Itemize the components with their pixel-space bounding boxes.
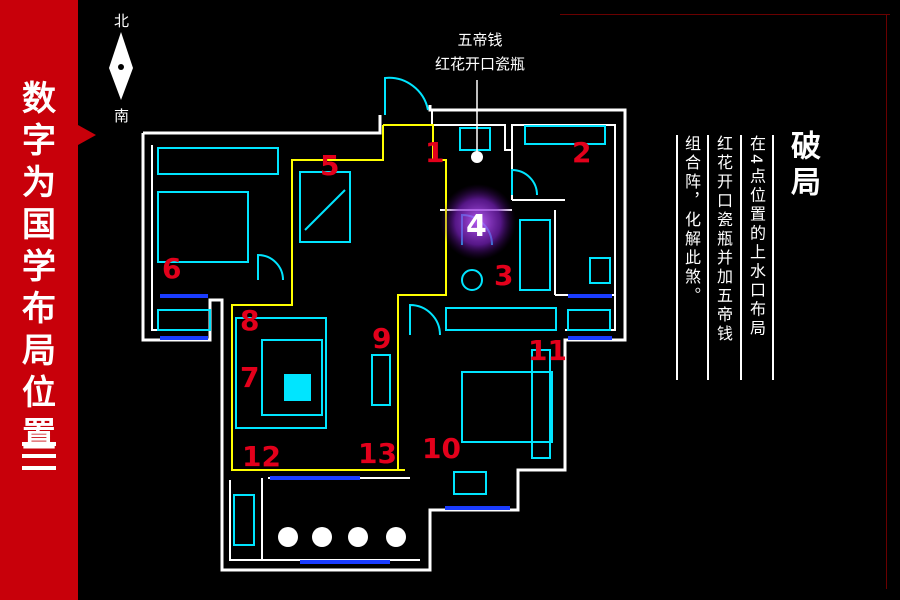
menu-icon[interactable]	[22, 440, 56, 470]
point-label: 6	[162, 252, 181, 285]
title-char: 学	[22, 247, 56, 287]
annotation-dot	[471, 151, 483, 163]
panel-col3: 组合阵，化解此煞。	[682, 135, 701, 306]
compass-needle-icon	[109, 32, 133, 100]
point-label: 5	[320, 149, 339, 182]
title-char: 局	[22, 331, 56, 371]
panel-col1: 在4点位置的上水口布局	[747, 135, 766, 339]
point-label: 8	[240, 304, 259, 337]
frame-right-line	[886, 14, 887, 589]
point-label: 11	[528, 334, 567, 367]
panel-divider	[740, 135, 742, 380]
title-char: 为	[22, 163, 56, 203]
point-label: 7	[240, 361, 259, 394]
point-label: 10	[422, 432, 461, 465]
point-label: 2	[572, 136, 591, 169]
sidebar-title: 数 字 为 国 学 布 局 位 置	[0, 78, 78, 456]
point-label: 9	[372, 322, 391, 355]
title-char: 国	[22, 205, 56, 245]
annotation-label: 五帝钱 红花开口瓷瓶	[395, 28, 565, 76]
panel-title: 破局	[785, 130, 820, 202]
sidebar: 数 字 为 国 学 布 局 位 置	[0, 0, 78, 600]
point-label: 4	[466, 209, 487, 244]
title-char: 位	[22, 373, 56, 413]
point-label: 3	[494, 259, 513, 292]
point-labels: 1 2 3 4 5 6 7 8 9 10 11 12 13	[162, 136, 591, 473]
annotation-line1: 五帝钱	[457, 31, 503, 49]
compass-south: 南	[114, 107, 130, 125]
point-4-highlight	[440, 184, 516, 260]
title-char: 布	[22, 289, 56, 329]
annotation-line2: 红花开口瓷瓶	[434, 55, 525, 73]
panel-divider	[676, 135, 678, 380]
title-char: 置	[22, 415, 56, 455]
title-char: 字	[22, 121, 56, 161]
sidebar-pointer-arrow	[78, 125, 96, 145]
panel-col2: 红花开口瓷瓶并加五帝钱	[714, 135, 733, 344]
title-char: 数	[22, 79, 56, 119]
point-label: 1	[425, 136, 444, 169]
point-label: 12	[242, 440, 281, 473]
window-strips	[160, 294, 612, 564]
panel-divider	[707, 135, 709, 380]
panel-divider	[772, 135, 774, 380]
plants	[278, 527, 406, 547]
zones	[231, 124, 447, 471]
point-label: 13	[358, 437, 397, 470]
frame-top-line	[560, 14, 890, 15]
furniture	[157, 125, 611, 546]
compass-north: 北	[114, 12, 130, 30]
